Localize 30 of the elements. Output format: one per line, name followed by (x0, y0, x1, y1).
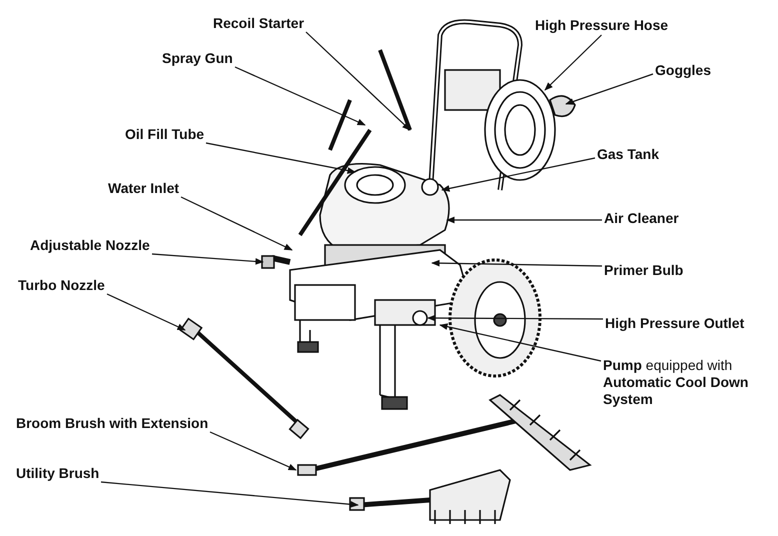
leader-line (234, 66, 366, 126)
callout-label: Turbo Nozzle (18, 277, 105, 294)
leader-line (565, 73, 654, 105)
callout-label: Broom Brush with Extension (16, 415, 208, 432)
leader-line (441, 157, 596, 192)
callout-label: Water Inlet (108, 180, 180, 197)
callout-label: Adjustable Nozzle (30, 237, 150, 254)
leader-line (152, 253, 264, 265)
leader-line (306, 32, 411, 131)
leader-line (439, 323, 602, 362)
callout-label: Primer Bulb (604, 262, 684, 279)
leader-line (100, 481, 359, 508)
leader-line (210, 431, 297, 471)
leader-line (544, 34, 602, 91)
callout-label: Gas Tank (597, 146, 659, 163)
leader-line (431, 260, 602, 267)
leader-line (427, 314, 603, 322)
leader-line (180, 196, 293, 251)
callout-label: Oil Fill Tube (125, 126, 204, 143)
callout-label: Utility Brush (16, 465, 100, 482)
leader-line (106, 293, 186, 331)
leader-line (446, 216, 602, 224)
leader-line (206, 142, 356, 174)
callout-label: Air Cleaner (604, 210, 679, 227)
callout-label: High Pressure Outlet (605, 315, 744, 332)
callout-label: Recoil Starter (213, 15, 304, 32)
callout-label: Goggles (655, 62, 712, 79)
callout-label: Pump equipped with Automatic Cool Down System (603, 357, 768, 408)
callout-label: Spray Gun (162, 50, 233, 67)
callout-label: High Pressure Hose (535, 17, 668, 34)
